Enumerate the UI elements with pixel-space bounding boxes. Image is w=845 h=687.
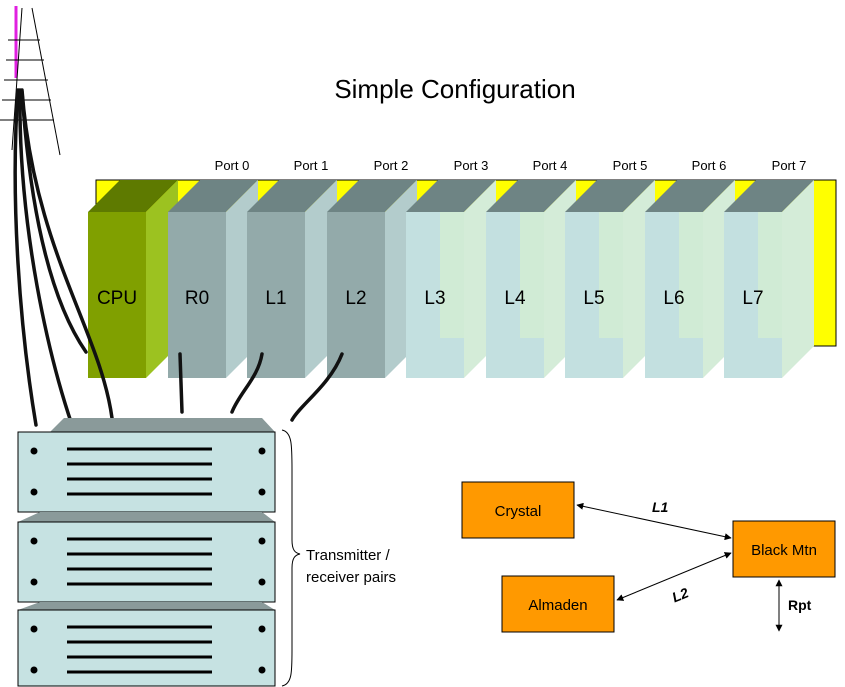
card-l1: L1 bbox=[247, 180, 337, 378]
node-label: Black Mtn bbox=[751, 542, 817, 559]
network-diagram: Crystal Black Mtn Almaden L1 L2 Rpt bbox=[461, 481, 836, 633]
rack-label-line-1: Transmitter / bbox=[306, 547, 390, 564]
link-label-l1: L1 bbox=[652, 499, 669, 515]
node-almaden bbox=[501, 575, 615, 633]
link-label-l2: L2 bbox=[670, 584, 691, 605]
card-l3: L3 bbox=[406, 180, 496, 378]
rack-label-line-2: receiver pairs bbox=[306, 569, 396, 586]
node-label: Crystal bbox=[495, 503, 542, 520]
card-label: R0 bbox=[185, 288, 209, 309]
link-l2 bbox=[616, 552, 732, 601]
card-label: L5 bbox=[583, 288, 604, 309]
antenna-tower-icon bbox=[0, 6, 61, 156]
port-label: Port 4 bbox=[533, 158, 568, 173]
card-label: L7 bbox=[742, 288, 763, 309]
port-label: Port 7 bbox=[772, 158, 807, 173]
port-label: Port 0 bbox=[215, 158, 250, 173]
diagram-title: Simple Configuration bbox=[334, 74, 575, 104]
card-cpu: CPU bbox=[88, 180, 178, 378]
node-crystal bbox=[461, 481, 575, 539]
transceiver-rack bbox=[17, 418, 276, 687]
node-black-mtn bbox=[732, 520, 836, 578]
card-l4: L4 bbox=[486, 180, 576, 378]
card-label: L4 bbox=[504, 288, 526, 309]
port-label: Port 2 bbox=[374, 158, 409, 173]
card-l7: L7 bbox=[724, 180, 814, 378]
card-label: L1 bbox=[265, 288, 286, 309]
card-label: L6 bbox=[663, 288, 684, 309]
port-label: Port 1 bbox=[294, 158, 329, 173]
cables bbox=[13, 88, 344, 427]
rack-brace bbox=[281, 429, 301, 687]
card-l2: L2 bbox=[327, 180, 417, 378]
node-label: Almaden bbox=[528, 597, 587, 614]
card-r0: R0 bbox=[168, 180, 258, 378]
link-label-rpt: Rpt bbox=[788, 597, 812, 613]
link-l1 bbox=[576, 502, 732, 541]
port-label: Port 3 bbox=[454, 158, 489, 173]
card-label: L2 bbox=[345, 288, 366, 309]
card-l6: L6 bbox=[645, 180, 735, 378]
card-label: L3 bbox=[424, 288, 445, 309]
port-label: Port 5 bbox=[613, 158, 648, 173]
card-label: CPU bbox=[97, 288, 137, 309]
port-label: Port 6 bbox=[692, 158, 727, 173]
port-labels: Port 0 Port 1 Port 2 Port 3 Port 4 Port … bbox=[215, 158, 807, 173]
card-l5: L5 bbox=[565, 180, 655, 378]
